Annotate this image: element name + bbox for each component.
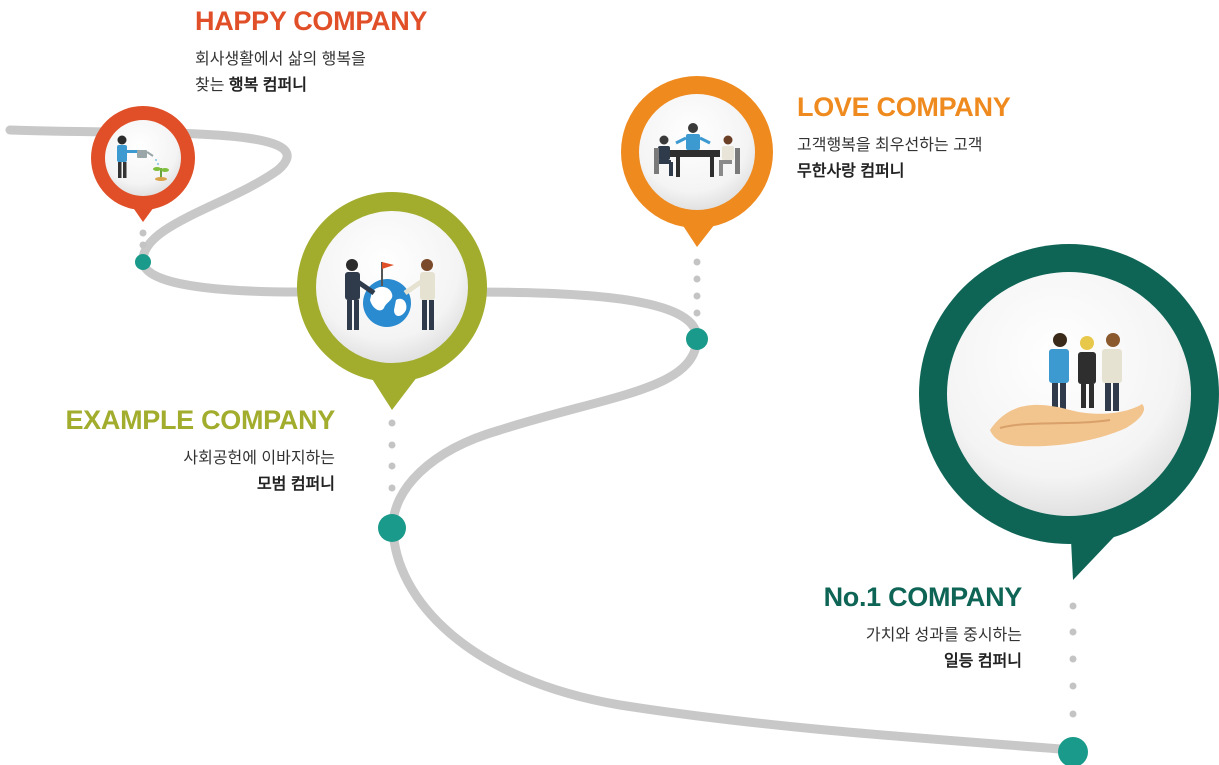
pin-example	[297, 192, 487, 410]
happy-desc-line2-bold: 행복 컴퍼니	[228, 77, 307, 94]
meeting-table-icon	[654, 123, 740, 177]
connector-no1	[1069, 602, 1077, 718]
example-desc-line2-bold: 모범 컴퍼니	[256, 476, 335, 493]
node-love	[686, 328, 708, 350]
no1-title: No.1 COMPANY	[823, 582, 1023, 612]
connector-love	[693, 258, 701, 317]
example-block: EXAMPLE COMPANY 사회공헌에 이바지하는 모범 컴퍼니	[65, 405, 335, 498]
no1-desc-line2-bold: 일등 컴퍼니	[943, 653, 1022, 670]
team-in-hand-icon	[990, 333, 1145, 447]
node-example	[378, 514, 406, 542]
love-desc-line1: 고객행복을 최우선하는 고객	[797, 137, 983, 154]
connector-happy	[139, 229, 147, 249]
love-title: LOVE COMPANY	[797, 92, 1011, 122]
love-desc-line2-bold: 무한사랑 컴퍼니	[797, 163, 905, 180]
watering-plant-icon	[117, 135, 169, 181]
happy-block: HAPPY COMPANY 회사생활에서 삶의 행복을 찾는 행복 컴퍼니	[195, 6, 427, 99]
node-no1	[1058, 737, 1088, 765]
happy-desc-line2-plain: 찾는	[195, 77, 229, 94]
example-title: EXAMPLE COMPANY	[65, 405, 335, 435]
love-block: LOVE COMPANY 고객행복을 최우선하는 고객 무한사랑 컴퍼니	[797, 92, 1011, 185]
global-handshake-icon	[345, 259, 435, 330]
example-desc-line1: 사회공헌에 이바지하는	[183, 450, 335, 467]
no1-desc-line1: 가치와 성과를 중시하는	[865, 627, 1022, 644]
connector-example	[388, 419, 396, 492]
node-happy	[135, 254, 151, 270]
no1-block: No.1 COMPANY 가치와 성과를 중시하는 일등 컴퍼니	[823, 582, 1023, 675]
pin-happy	[91, 106, 195, 222]
pin-love	[621, 76, 773, 247]
happy-title: HAPPY COMPANY	[195, 6, 428, 36]
pin-no1	[919, 244, 1219, 580]
happy-desc-line1: 회사생활에서 삶의 행복을	[195, 51, 366, 68]
